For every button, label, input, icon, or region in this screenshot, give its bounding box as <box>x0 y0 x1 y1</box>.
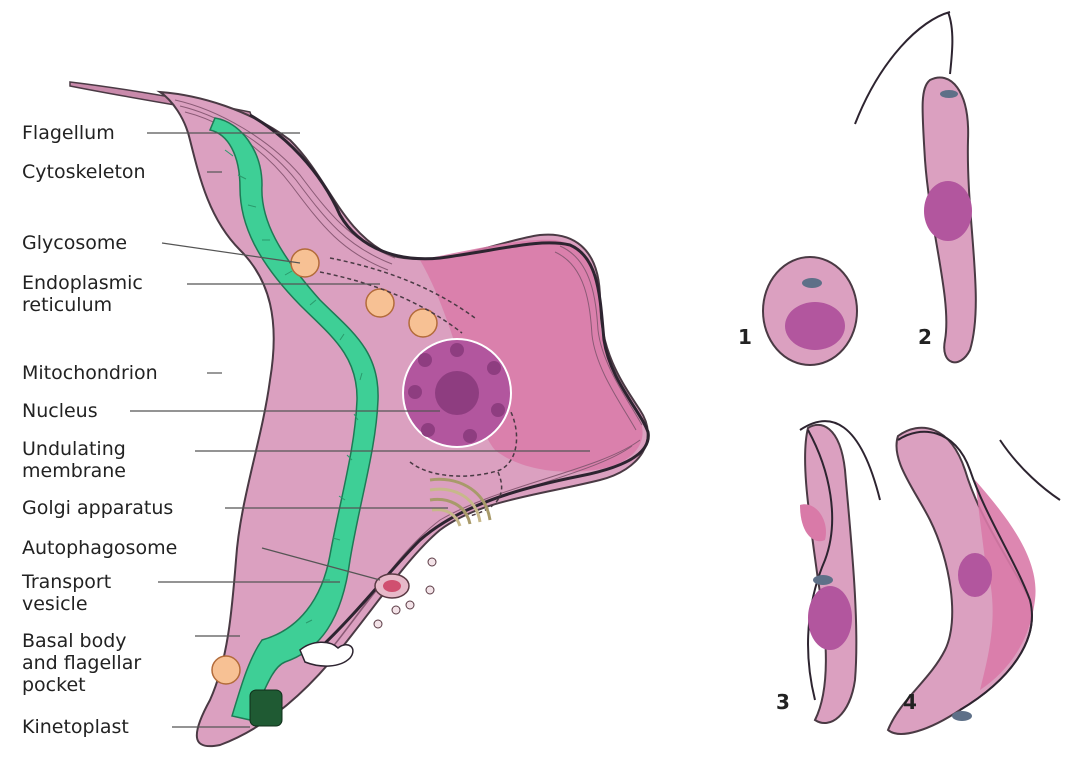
label-autophagosome: Autophagosome <box>22 537 177 559</box>
main-cell <box>70 82 648 746</box>
form-1-amastigote <box>763 257 857 365</box>
label-cytoskeleton: Cytoskeleton <box>22 161 146 183</box>
form-number-4: 4 <box>903 690 917 714</box>
form-4-trypomastigote <box>888 428 1060 734</box>
flagellar-pocket <box>300 642 353 666</box>
label-nucleus: Nucleus <box>22 400 98 422</box>
label-glycosome: Glycosome <box>22 232 127 254</box>
form-number-1: 1 <box>738 325 752 349</box>
form-3-epimastigote <box>800 421 880 723</box>
kinetoplast <box>250 690 282 726</box>
label-transport-vesicle: Transport vesicle <box>22 571 111 615</box>
form-2-promastigote <box>855 12 976 362</box>
form-number-2: 2 <box>918 325 932 349</box>
label-basal-body: Basal body and flagellar pocket <box>22 630 141 696</box>
nucleus <box>403 339 511 447</box>
label-golgi-apparatus: Golgi apparatus <box>22 497 173 519</box>
label-endoplasmic-reticulum: Endoplasmic reticulum <box>22 272 143 316</box>
form-number-3: 3 <box>776 690 790 714</box>
label-kinetoplast: Kinetoplast <box>22 716 129 738</box>
label-mitochondrion: Mitochondrion <box>22 362 158 384</box>
label-undulating-membrane: Undulating membrane <box>22 438 126 482</box>
autophagosome <box>375 574 409 598</box>
label-flagellum: Flagellum <box>22 122 115 144</box>
